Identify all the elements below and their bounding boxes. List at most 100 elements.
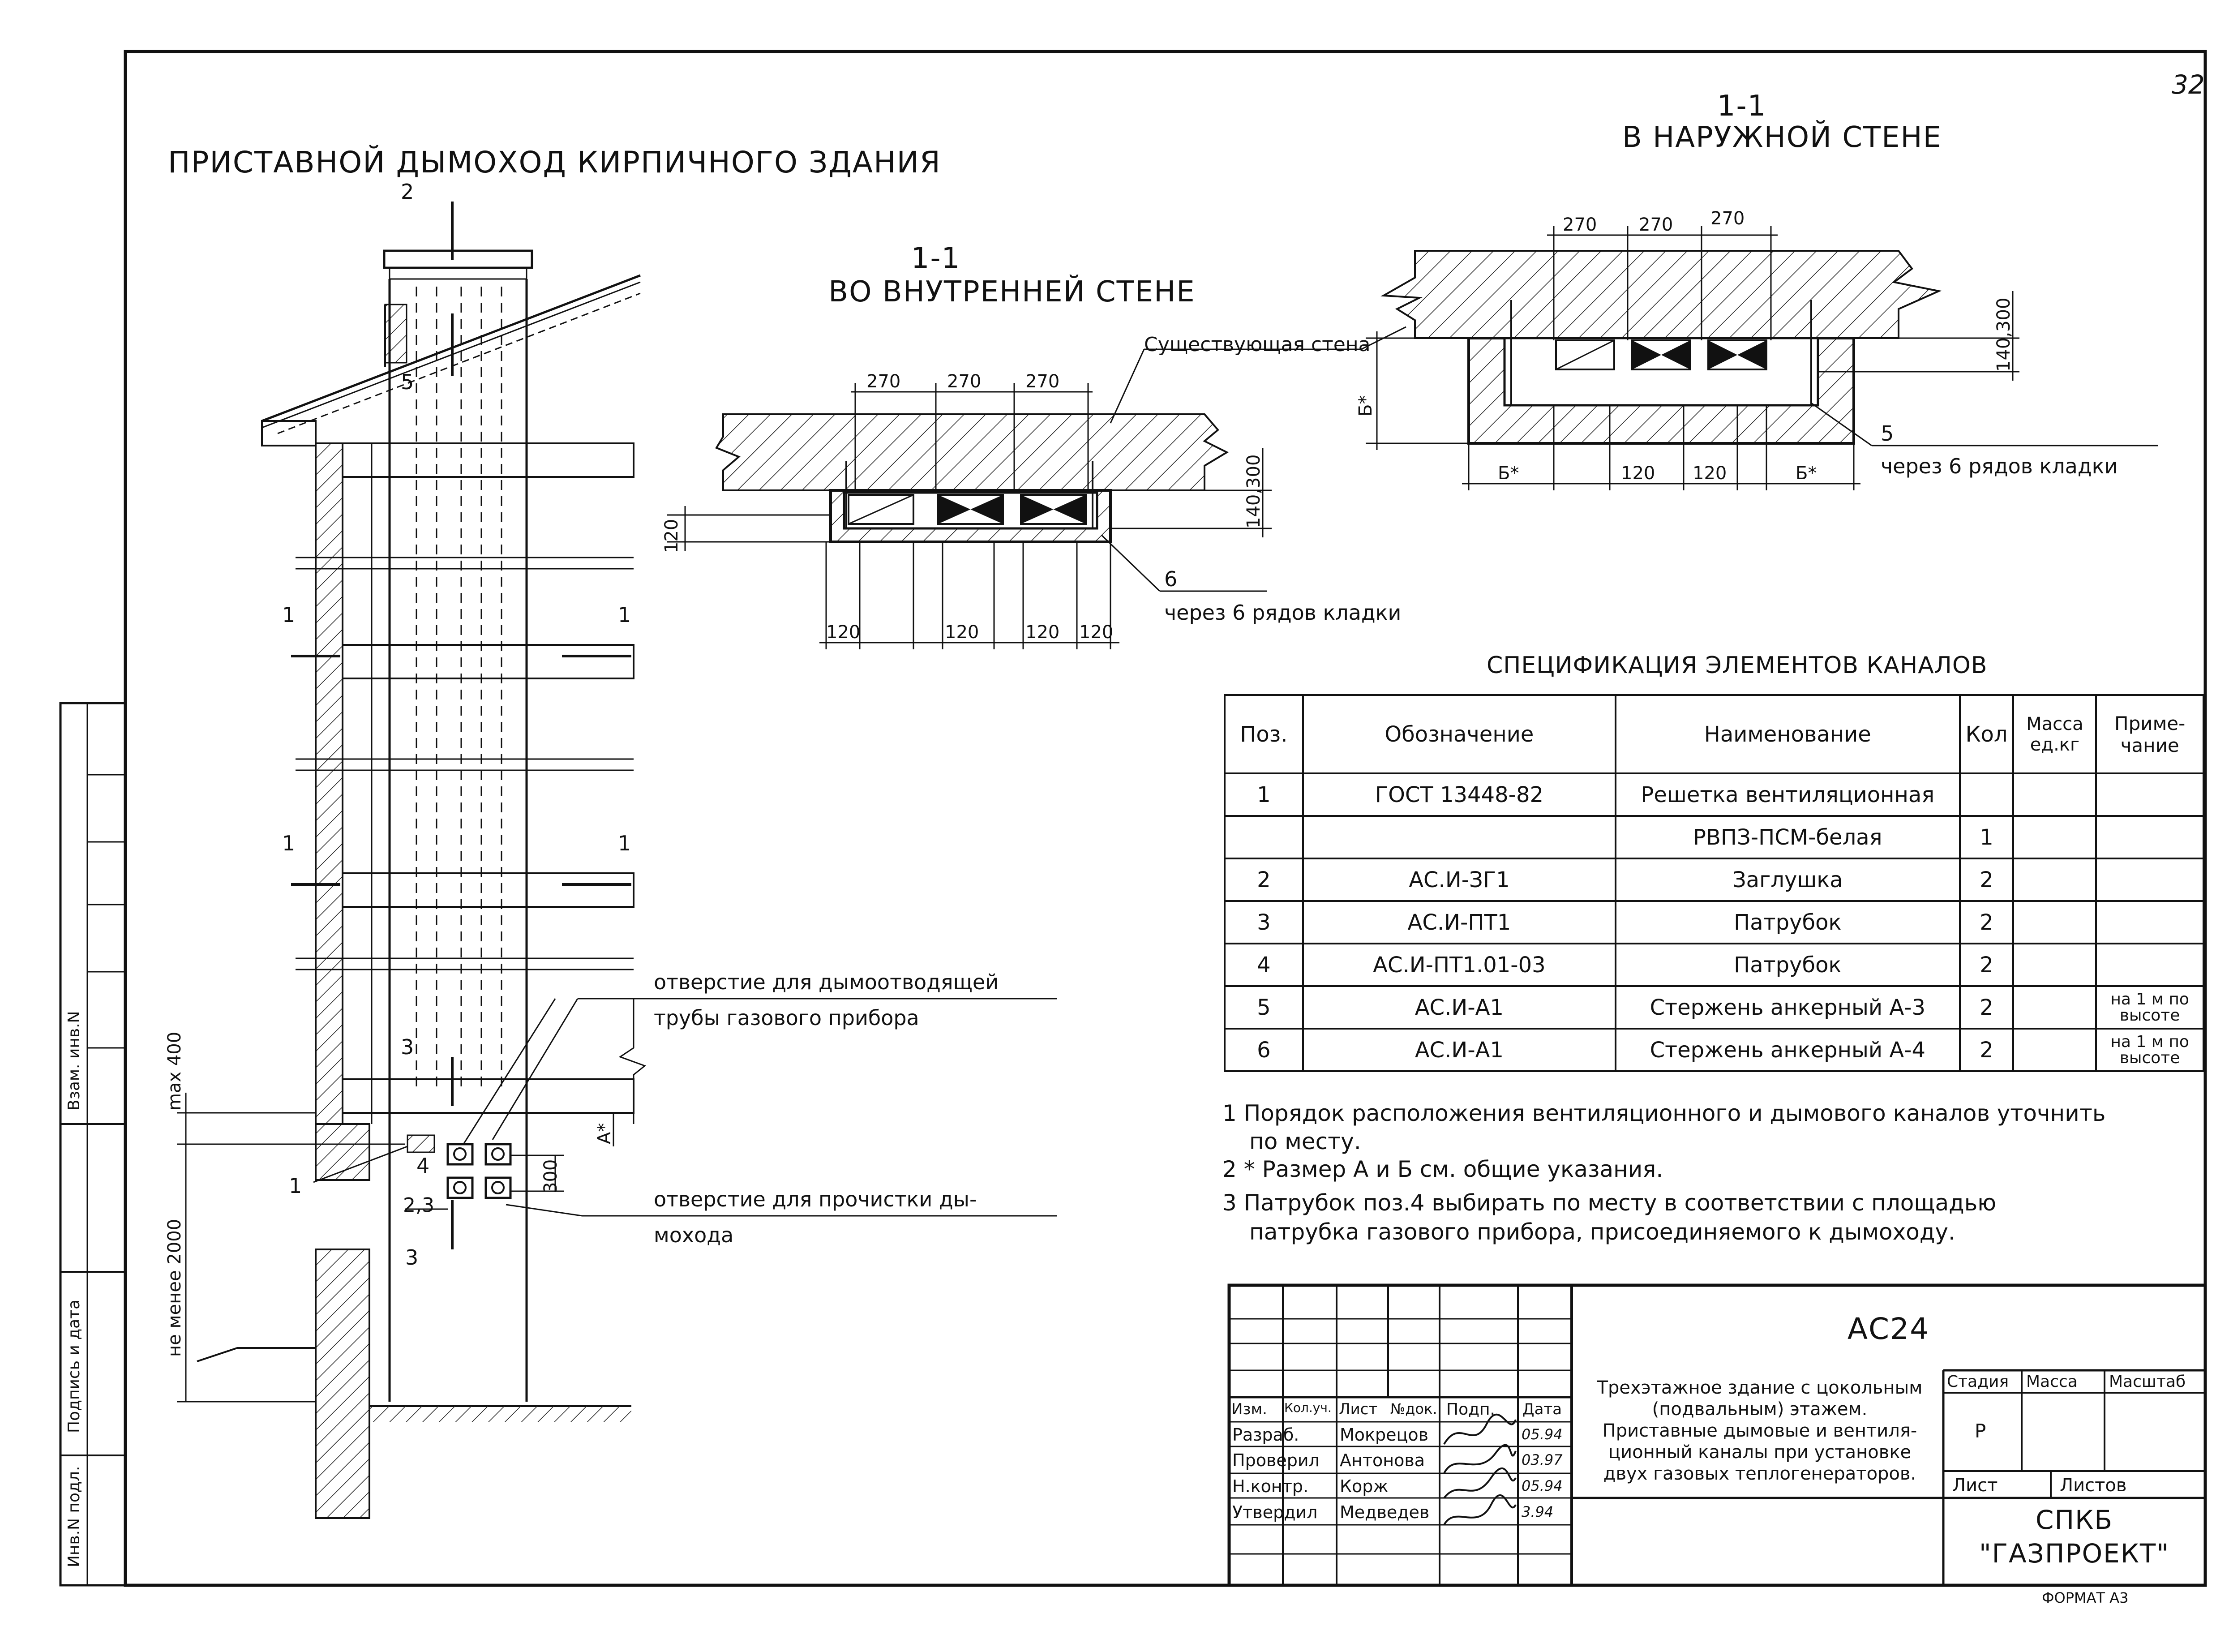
callout-cleanout-line2: мохода bbox=[654, 1223, 734, 1247]
section-mark-1d: 1 bbox=[618, 831, 631, 855]
spec-cell: Стержень анкерный А-4 bbox=[1615, 1028, 1961, 1072]
spec-cell bbox=[2095, 900, 2204, 944]
tb-date-checker: 03.97 bbox=[1522, 1451, 1563, 1468]
spec-cell: 1 bbox=[1224, 772, 1304, 817]
outer-dim-left: Б* bbox=[1355, 395, 1376, 416]
callout-flue-opening-line2: трубы газового прибора bbox=[654, 1006, 919, 1030]
callout-cleanout-line1: отверстие для прочистки ды- bbox=[654, 1187, 977, 1211]
section-inner-number: 1-1 bbox=[911, 242, 961, 275]
inner-callout-text: через 6 рядов кладки bbox=[1164, 601, 1402, 625]
spec-cell: 2 bbox=[1959, 1028, 2015, 1072]
spec-cell: 1 bbox=[1959, 815, 2015, 859]
side-stamp-frame bbox=[59, 702, 127, 1587]
signatures bbox=[1443, 1413, 1517, 1526]
section-inner-wall bbox=[667, 348, 1361, 649]
dim-a-star-label: А* bbox=[594, 1123, 615, 1144]
spec-cell: Патрубок bbox=[1615, 943, 1961, 987]
spec-cell: АС.И-А1 bbox=[1302, 985, 1617, 1030]
inner-dim-top-3: 270 bbox=[1025, 371, 1060, 392]
outer-dim-bottom-3: 120 bbox=[1693, 463, 1727, 484]
drawing-description: Трехэтажное здание с цокольным (подвальн… bbox=[1578, 1377, 1941, 1485]
position-23-label: 2,3 bbox=[403, 1194, 434, 1217]
spec-cell bbox=[2095, 772, 2204, 817]
spec-cell: ГОСТ 13448-82 bbox=[1302, 772, 1617, 817]
tb-name-developer: Мокрецов bbox=[1340, 1425, 1428, 1445]
note-3-line2: патрубка газового прибора, присоединяемо… bbox=[1249, 1219, 1955, 1245]
tb-role-developer: Разраб. bbox=[1232, 1425, 1299, 1445]
existing-wall-label: Существующая стена bbox=[1144, 333, 1371, 356]
table-row: 2 АС.И-ЗГ1 Заглушка 2 bbox=[1224, 858, 2204, 902]
tb-col-signature: Подп. bbox=[1446, 1400, 1495, 1419]
spec-cell bbox=[2095, 858, 2204, 902]
floor-slabs bbox=[296, 442, 634, 1114]
spec-cell bbox=[2012, 858, 2097, 902]
tb-org-line1: СПКБ bbox=[2035, 1505, 2113, 1535]
description-line: Трехэтажное здание с цокольным bbox=[1597, 1377, 1923, 1398]
spec-cell: 2 bbox=[1959, 858, 2015, 902]
tb-mass-label: Масса bbox=[2026, 1373, 2078, 1391]
outer-dim-top-1: 270 bbox=[1563, 215, 1597, 235]
tb-date-approver: 3.94 bbox=[1522, 1503, 1554, 1520]
spec-cell bbox=[2095, 943, 2204, 987]
tb-col-date: Дата bbox=[1522, 1400, 1562, 1418]
spec-title: СПЕЦИФИКАЦИЯ ЭЛЕМЕНТОВ КАНАЛОВ bbox=[1487, 652, 1988, 679]
spec-cell: АС.И-А1 bbox=[1302, 1028, 1617, 1072]
inner-dim-bottom-3: 120 bbox=[1025, 622, 1060, 643]
tb-role-normcontrol: Н.контр. bbox=[1232, 1476, 1309, 1496]
tb-role-checker: Проверил bbox=[1232, 1450, 1320, 1470]
tb-col-sheet: Лист bbox=[1339, 1400, 1378, 1418]
position-4-label: 4 bbox=[416, 1154, 430, 1178]
dim-min2000-label: не менее 2000 bbox=[164, 1219, 185, 1357]
tb-col-count: Кол.уч. bbox=[1284, 1400, 1332, 1415]
spec-cell: Стержень анкерный А-3 bbox=[1615, 985, 1961, 1030]
section-mark-2: 2 bbox=[401, 180, 414, 204]
description-line: двух газовых теплогенераторов. bbox=[1603, 1463, 1916, 1484]
section-outer-number: 1-1 bbox=[1717, 90, 1767, 123]
spec-cell bbox=[2012, 943, 2097, 987]
note-1-line2: по месту. bbox=[1249, 1129, 1361, 1154]
tb-sheets-label: Листов bbox=[2060, 1475, 2127, 1496]
tb-scale-label: Масштаб bbox=[2109, 1373, 2186, 1391]
side-stamp-sign-date: Подпись и дата bbox=[65, 1299, 83, 1433]
section-mark-1c: 1 bbox=[282, 831, 296, 855]
section-outer-title: В НАРУЖНОЙ СТЕНЕ bbox=[1622, 121, 1942, 154]
inner-dim-bottom-4: 120 bbox=[1079, 622, 1114, 643]
spec-header-pos: Поз. bbox=[1224, 694, 1304, 774]
tb-date-normcontrol: 05.94 bbox=[1522, 1477, 1563, 1494]
inner-dim-top-1: 270 bbox=[866, 371, 901, 392]
dim-300-label: 300 bbox=[540, 1159, 561, 1193]
note-1-line1: 1 Порядок расположения вентиляционного и… bbox=[1222, 1100, 2106, 1126]
section-mark-1b: 1 bbox=[618, 603, 631, 627]
tb-role-approver: Утвердил bbox=[1232, 1502, 1318, 1522]
side-stamp-replace-inv: Взам. инв.N bbox=[65, 1011, 83, 1111]
description-line: ционный каналы при установке bbox=[1608, 1442, 1912, 1463]
callout-flue-opening-line1: отверстие для дымоотводящей bbox=[654, 970, 999, 994]
outer-dim-bottom-1: Б* bbox=[1498, 463, 1519, 484]
outer-dim-right: 140,300 bbox=[1993, 297, 2014, 372]
spec-cell: Решетка вентиляционная bbox=[1615, 772, 1961, 817]
sheet-number: 32 bbox=[2172, 69, 2205, 100]
outer-callout-text: через 6 рядов кладки bbox=[1881, 454, 2118, 478]
spec-cell bbox=[2012, 985, 2097, 1030]
inner-dim-top-2: 270 bbox=[947, 371, 982, 392]
elevation-drawing bbox=[177, 202, 1057, 1519]
tb-name-approver: Медведев bbox=[1340, 1502, 1430, 1522]
inner-dim-bottom-2: 120 bbox=[945, 622, 979, 643]
section-inner-title: ВО ВНУТРЕННЕЙ СТЕНЕ bbox=[828, 275, 1196, 309]
outer-dim-top-2: 270 bbox=[1639, 215, 1673, 235]
spec-cell: на 1 м по высоте bbox=[2095, 985, 2204, 1030]
page-title: ПРИСТАВНОЙ ДЫМОХОД КИРПИЧНОГО ЗДАНИЯ bbox=[168, 145, 941, 180]
title-block-frame bbox=[1227, 1283, 2207, 1587]
spec-cell: на 1 м по высоте bbox=[2095, 1028, 2204, 1072]
tb-stage-label: Стадия bbox=[1947, 1373, 2009, 1391]
spec-cell: 5 bbox=[1224, 985, 1304, 1030]
spec-cell bbox=[2095, 815, 2204, 859]
drawing-code: АС24 bbox=[1847, 1312, 1930, 1346]
note-3-line1: 3 Патрубок поз.4 выбирать по месту в соо… bbox=[1222, 1190, 1997, 1216]
spec-cell: Патрубок bbox=[1615, 900, 1961, 944]
outer-dim-bottom-4: Б* bbox=[1796, 463, 1817, 484]
spec-cell bbox=[2012, 815, 2097, 859]
spec-header-note: Приме- чание bbox=[2095, 694, 2204, 774]
note-2: 2 * Размер А и Б см. общие указания. bbox=[1222, 1156, 1663, 1182]
